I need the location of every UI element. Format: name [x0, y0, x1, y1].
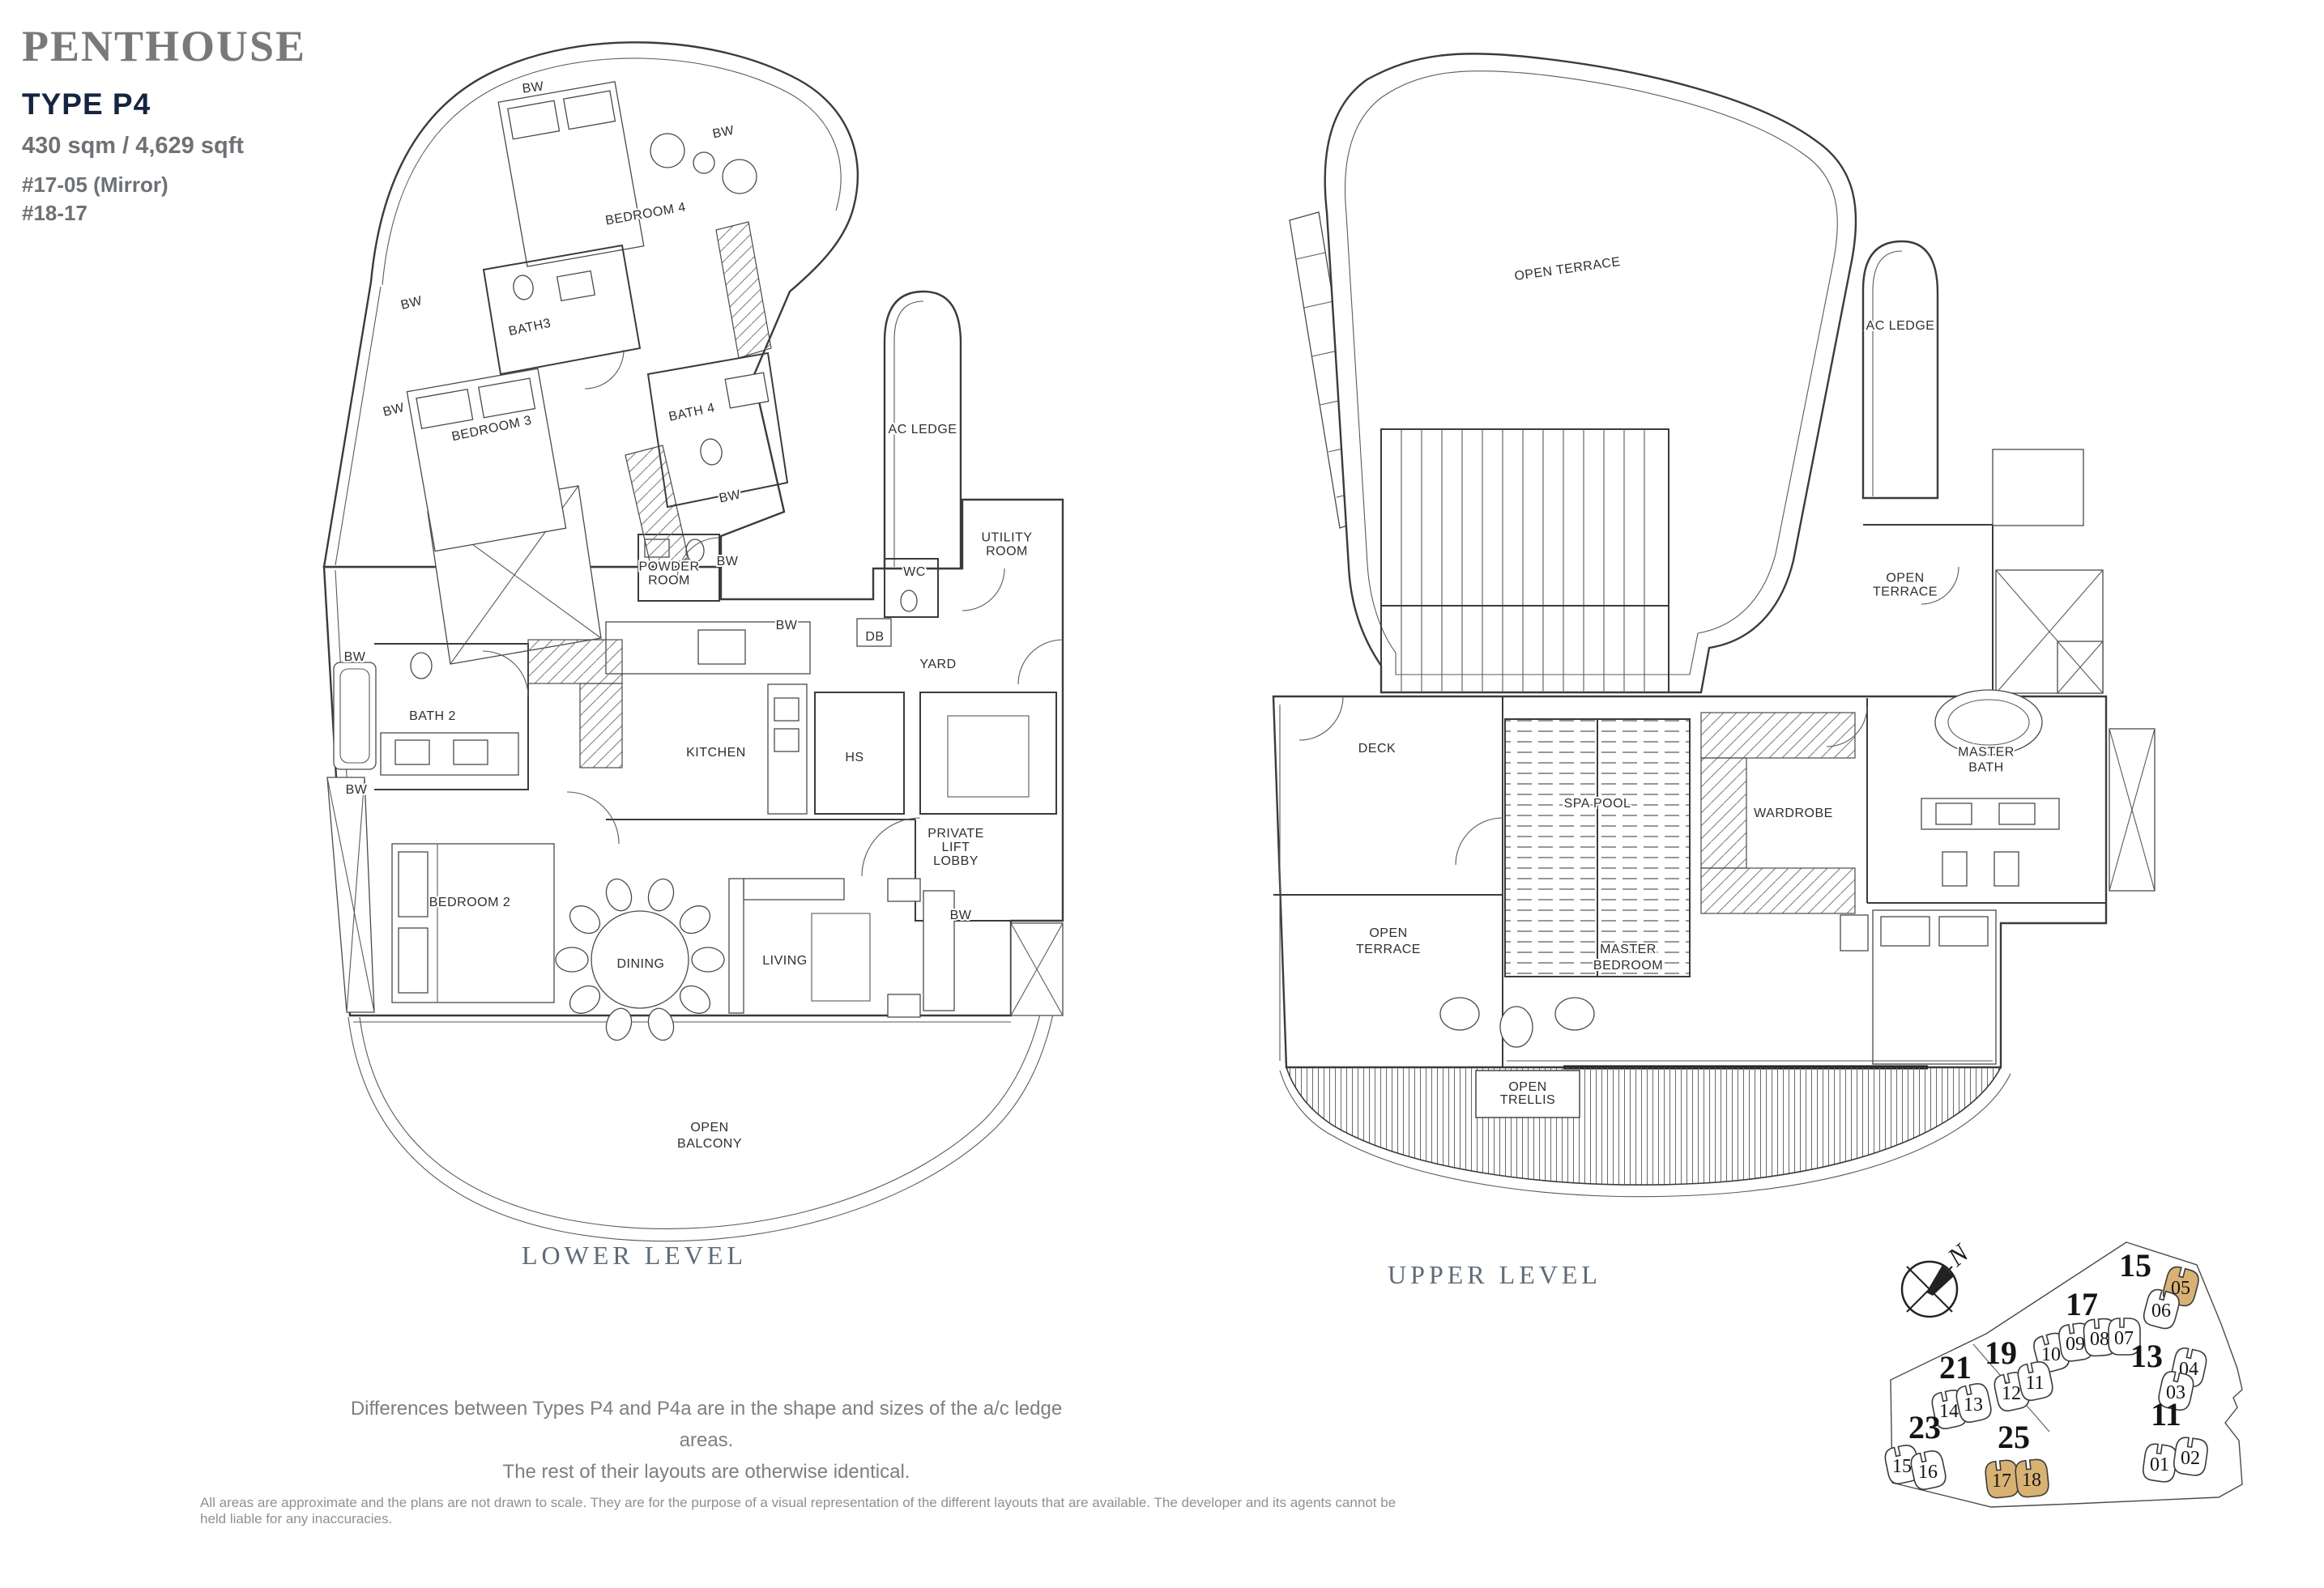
unit-number: 06 [2151, 1301, 2171, 1322]
block-number: 19 [1985, 1335, 2017, 1371]
title-block: PENTHOUSE TYPE P4 430 sqm / 4,629 sqft #… [22, 21, 306, 226]
unit-number: 17 [1992, 1471, 2011, 1492]
unit-number: 13 [1964, 1394, 1983, 1416]
bed-bedroom3 [406, 368, 567, 552]
unit-number: 14 [1939, 1401, 1959, 1422]
block-number: 25 [1998, 1419, 2030, 1455]
unit-area: 430 sqm / 4,629 sqft [22, 133, 245, 159]
bed-bedroom4 [497, 81, 645, 267]
unit-number: 15 [1892, 1456, 1912, 1477]
unit-type: TYPE P4 [22, 87, 151, 121]
unit-number: 16 [1918, 1462, 1938, 1483]
room-label: KITCHEN [686, 746, 746, 760]
unit-number-1: #17-05 (Mirror) [22, 172, 168, 197]
block-number: 13 [2130, 1338, 2163, 1374]
unit-number: 11 [2025, 1373, 2044, 1394]
block-number: 17 [2066, 1286, 2098, 1322]
unit-number: 10 [2041, 1344, 2061, 1365]
room-label: BW [344, 650, 366, 664]
plan-notes-line2: The rest of their layouts are otherwise … [502, 1461, 910, 1483]
room-label: BATH 2 [409, 709, 456, 723]
dining-chair [679, 905, 711, 934]
page-title: PENTHOUSE [22, 22, 307, 70]
unit-number: 09 [2066, 1334, 2085, 1355]
unit-number: 18 [2022, 1470, 2041, 1491]
room-label: WARDROBE [1754, 807, 1833, 820]
dining-chair [647, 1007, 675, 1041]
north-needle [1926, 1265, 1954, 1296]
room-label: LIVING [762, 954, 807, 968]
lower-level-floorplan [322, 41, 1064, 1242]
block-number: 15 [2119, 1247, 2151, 1284]
room-label: HS [845, 751, 864, 764]
room-label: AC LEDGE [889, 423, 957, 436]
upper-level-caption: UPPER LEVEL [1388, 1260, 1601, 1289]
dining-chair [569, 985, 601, 1014]
dining-chair [679, 985, 711, 1014]
unit-number: 12 [2002, 1383, 2021, 1404]
room-label: BW [717, 555, 739, 568]
dining-chair [605, 1007, 633, 1041]
unit-number: 02 [2181, 1448, 2200, 1469]
room-label: SPA POOL [1564, 797, 1631, 811]
dining-chair [569, 905, 601, 934]
dining-chair [647, 878, 675, 912]
room-label: DB [865, 630, 884, 644]
dining-chair [555, 947, 589, 973]
disclaimer: All areas are approximate and the plans … [200, 1495, 1397, 1526]
dining-chair [605, 878, 633, 912]
block-number: 21 [1939, 1349, 1972, 1386]
unit-number: 07 [2114, 1328, 2134, 1349]
lower-level-caption: LOWER LEVEL [521, 1241, 748, 1270]
unit-number: 08 [2090, 1329, 2109, 1350]
staircase-upper [1380, 428, 1669, 693]
room-label: WC [903, 565, 926, 579]
room-label: BW [950, 909, 972, 922]
room-label: BW [776, 619, 798, 632]
plan-notes: Differences between Types P4 and P4a are… [340, 1393, 1072, 1488]
upper-level-floorplan [1272, 53, 2156, 1198]
compass: N [1900, 1237, 1975, 1318]
bed-master [1872, 909, 1997, 1065]
room-label: BW [522, 79, 545, 96]
block-number: 23 [1908, 1409, 1941, 1445]
unit-number: 03 [2166, 1382, 2185, 1403]
plan-notes-line1: Differences between Types P4 and P4a are… [350, 1398, 1063, 1451]
room-label: DINING [617, 957, 665, 971]
bed-bedroom2 [391, 843, 555, 1003]
room-label: DECK [1358, 742, 1396, 756]
unit-number: 01 [2150, 1454, 2169, 1475]
room-label: YARD [919, 658, 956, 671]
room-label: BW [346, 783, 368, 797]
dining-chair [691, 947, 725, 973]
unit-number-2: #18-17 [22, 201, 87, 225]
block-number: 11 [2151, 1396, 2181, 1433]
dining-table [555, 878, 725, 1041]
room-label: AC LEDGE [1866, 319, 1935, 333]
room-label: BEDROOM 2 [429, 896, 511, 909]
